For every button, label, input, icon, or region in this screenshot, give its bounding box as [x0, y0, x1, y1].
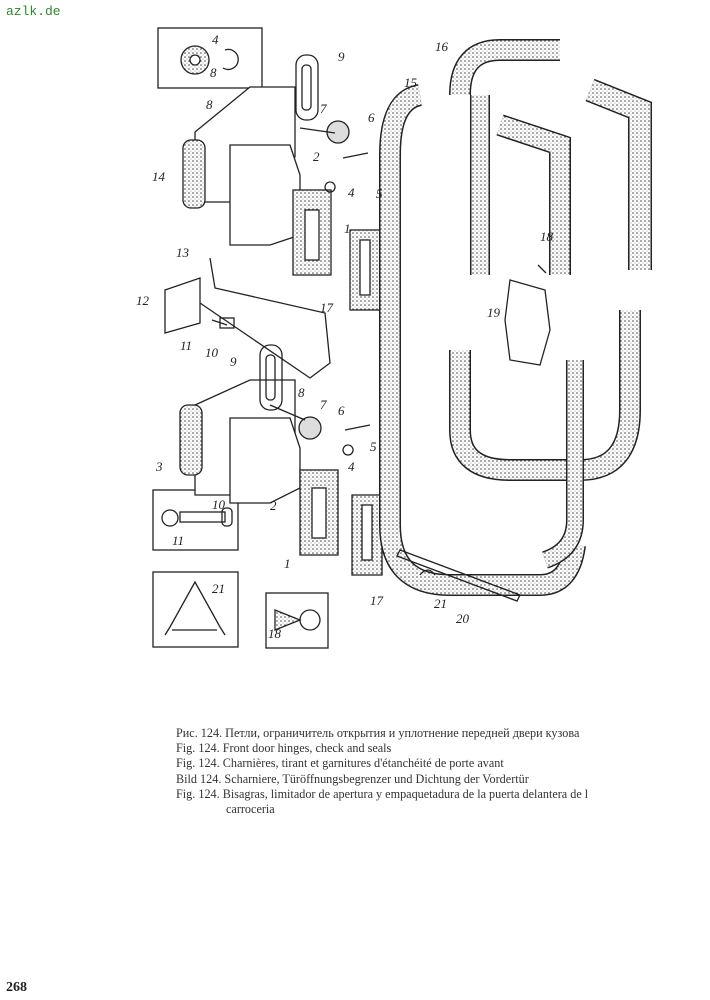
- callout-3: 3: [156, 459, 163, 474]
- inset-screw: [265, 592, 329, 649]
- callout-4-lower: 4: [348, 459, 355, 474]
- callout-2-lower: 2: [270, 498, 277, 513]
- callout-6-lower: 6: [338, 403, 345, 418]
- watermark: azlk.de: [6, 4, 61, 19]
- callout-7-lower: 7: [320, 397, 327, 412]
- inset-clip: [152, 571, 239, 648]
- caption-fr: Fig. 124. Charnières, tirant et garnitur…: [176, 756, 504, 771]
- exploded-diagram: [152, 27, 652, 649]
- callout-1-lower: 1: [284, 556, 291, 571]
- callout-14: 14: [152, 169, 165, 184]
- caption-en: Fig. 124. Front door hinges, check and s…: [176, 741, 392, 756]
- callout-12: 12: [136, 293, 149, 308]
- callout-9: 9: [338, 49, 345, 64]
- callout-18: 18: [540, 229, 553, 244]
- inset-lockwasher: [157, 27, 263, 89]
- callout-19: 19: [487, 305, 500, 320]
- callout-5: 5: [376, 186, 383, 201]
- callout-17-lower: 17: [370, 593, 383, 608]
- callout-17: 17: [320, 300, 333, 315]
- caption-es: Fig. 124. Bisagras, limitador de apertur…: [176, 786, 589, 801]
- callout-8-inset: 8: [210, 65, 217, 80]
- callout-8: 8: [206, 97, 213, 112]
- callout-7: 7: [320, 101, 327, 116]
- callout-1: 1: [344, 221, 351, 236]
- callout-16: 16: [435, 39, 448, 54]
- callout-2: 2: [313, 149, 320, 164]
- callout-21-inset: 21: [212, 581, 225, 596]
- figure-caption: Рис. 124. Петли, ограничитель открытия и…: [176, 726, 588, 817]
- callout-21: 21: [434, 596, 447, 611]
- callout-6: 6: [368, 110, 375, 125]
- callout-13: 13: [176, 245, 189, 260]
- callout-11: 11: [180, 338, 193, 353]
- callout-11-inset: 11: [172, 533, 185, 548]
- callout-8-lower: 8: [298, 385, 305, 400]
- caption-ru: Рис. 124. Петли, ограничитель открытия и…: [176, 726, 580, 740]
- callout-9-lower: 9: [230, 354, 237, 369]
- callout-10: 10: [205, 345, 218, 360]
- callout-4: 4: [348, 185, 355, 200]
- callout-15: 15: [404, 75, 417, 90]
- caption-de: Bild 124. Scharniere, Türöffnungsbegrenz…: [176, 771, 529, 786]
- callout-5-lower: 5: [370, 439, 377, 454]
- caption-es-continued: carroceria: [226, 802, 275, 817]
- callout-10-inset: 10: [212, 497, 225, 512]
- callout-4-inset: 4: [212, 32, 219, 47]
- callout-18-inset: 18: [268, 626, 281, 641]
- callout-20: 20: [456, 611, 469, 626]
- page-number: 268: [6, 980, 27, 995]
